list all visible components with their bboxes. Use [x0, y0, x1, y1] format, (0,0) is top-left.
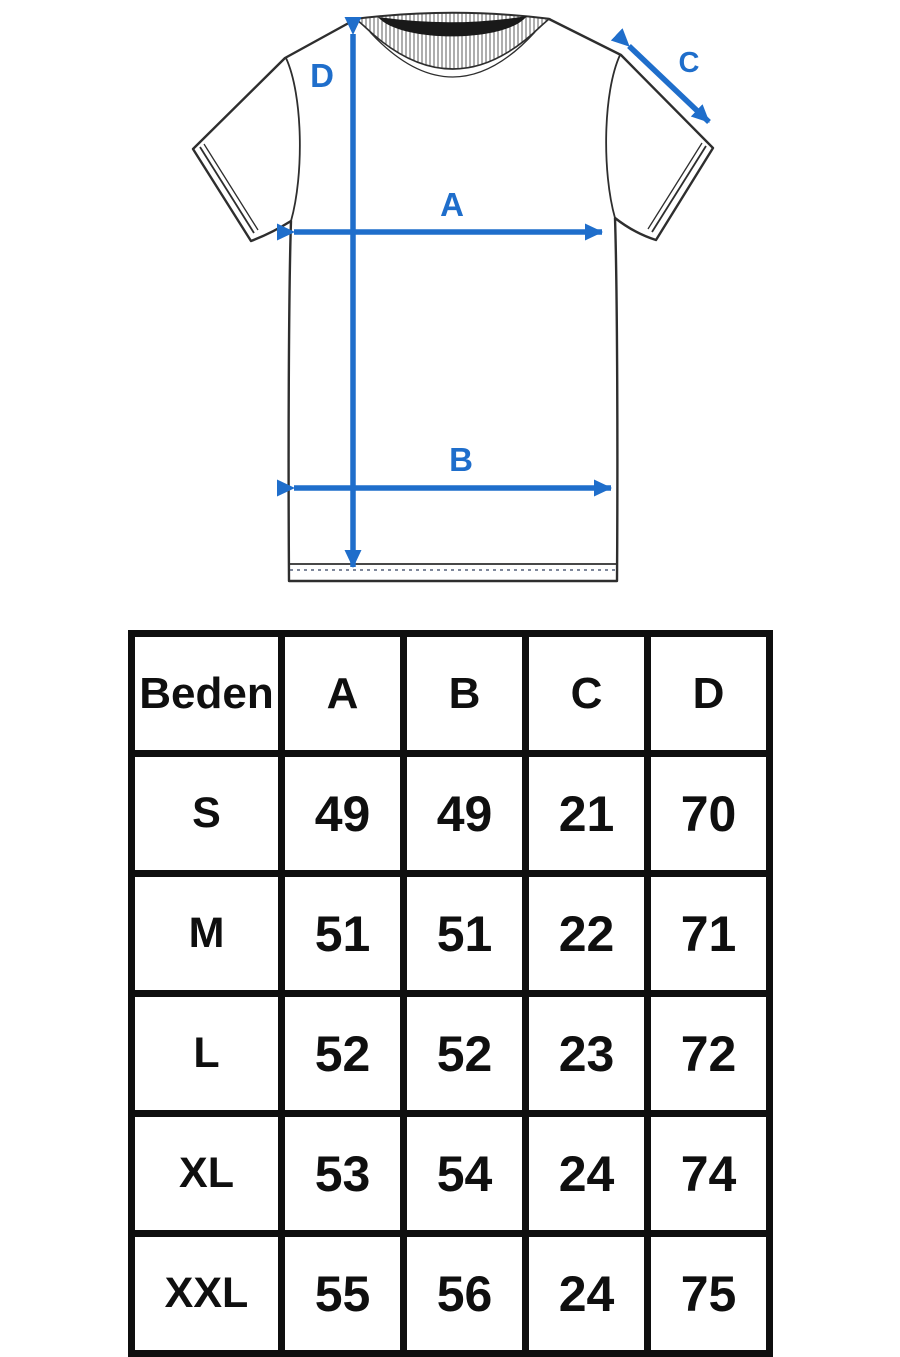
col-header-d: D	[644, 630, 773, 757]
value-cell-a: 52	[278, 990, 407, 1117]
size-row-xxl: XXL 55 56 24 75	[128, 1230, 773, 1357]
value-cell-d: 72	[644, 990, 773, 1117]
measure-label-c: C	[679, 47, 700, 79]
size-cell: M	[128, 870, 285, 997]
size-row-s: S 49 49 21 70	[128, 750, 773, 877]
value-cell-a: 51	[278, 870, 407, 997]
size-row-l: L 52 52 23 72	[128, 990, 773, 1117]
value-cell-b: 52	[400, 990, 529, 1117]
value-cell-c: 22	[522, 870, 651, 997]
value-cell-c: 23	[522, 990, 651, 1117]
tshirt-flat	[191, 11, 715, 583]
value-cell-c: 21	[522, 750, 651, 877]
col-header-c: C	[522, 630, 651, 757]
collar-inner-line	[369, 31, 536, 78]
value-cell-b: 56	[400, 1230, 529, 1357]
size-cell: S	[128, 750, 285, 877]
size-cell: XL	[128, 1110, 285, 1237]
value-cell-a: 53	[278, 1110, 407, 1237]
measure-arrow-d: D	[310, 17, 362, 568]
bottom-hem	[290, 563, 616, 571]
measure-label-d: D	[310, 57, 334, 94]
measure-arrow-c: C	[610, 28, 711, 124]
measure-arrow-a: A	[277, 186, 603, 241]
value-cell-d: 71	[644, 870, 773, 997]
value-cell-b: 54	[400, 1110, 529, 1237]
col-header-a: A	[278, 630, 407, 757]
tshirt-size-diagram: D A B C	[0, 0, 900, 620]
value-cell-a: 49	[278, 750, 407, 877]
size-table: Beden A B C D S 49 49 21 70 M 51 51 22 7…	[128, 630, 773, 1357]
size-row-xl: XL 53 54 24 74	[128, 1110, 773, 1237]
value-cell-b: 49	[400, 750, 529, 877]
value-cell-d: 75	[644, 1230, 773, 1357]
value-cell-b: 51	[400, 870, 529, 997]
value-cell-a: 55	[278, 1230, 407, 1357]
collar-back-dark	[378, 16, 527, 37]
size-cell: XXL	[128, 1230, 285, 1357]
size-row-m: M 51 51 22 71	[128, 870, 773, 997]
tshirt-diagram-svg: D A B C	[191, 11, 715, 583]
cuff-band-left	[199, 143, 259, 234]
measure-arrow-b: B	[277, 441, 612, 497]
armhole-seam-left	[285, 57, 301, 222]
value-cell-c: 24	[522, 1230, 651, 1357]
col-header-beden: Beden	[128, 630, 285, 757]
col-header-b: B	[400, 630, 529, 757]
size-cell: L	[128, 990, 285, 1117]
value-cell-d: 74	[644, 1110, 773, 1237]
header-row: Beden A B C D	[128, 630, 773, 757]
measure-label-b: B	[449, 441, 473, 478]
measure-arrows: D A B C	[277, 17, 711, 568]
cuff-band-right	[647, 142, 707, 233]
value-cell-c: 24	[522, 1110, 651, 1237]
tshirt-outline	[191, 11, 715, 583]
value-cell-d: 70	[644, 750, 773, 877]
measure-label-a: A	[440, 186, 464, 223]
